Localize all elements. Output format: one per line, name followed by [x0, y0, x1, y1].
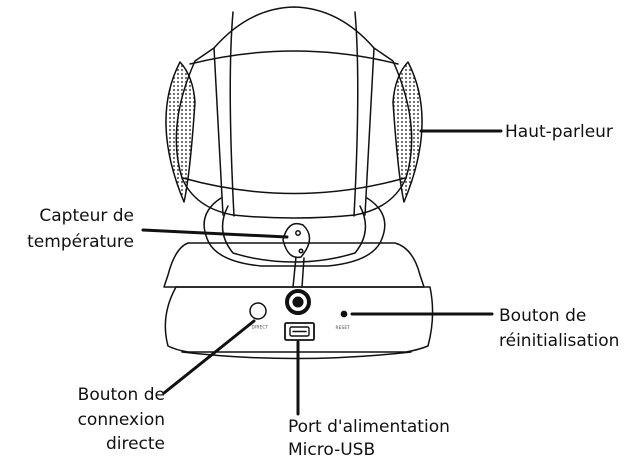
- camera-head-right-inner-seam: [353, 11, 359, 217]
- direct-callout-line: [162, 319, 256, 395]
- reset-button-label-line-2: réinitialisation: [499, 331, 619, 351]
- temperature-sensor-label-line-2: température: [27, 232, 134, 252]
- camera-head-left-inner-seam: [229, 11, 235, 217]
- reset-button-label-line-1: Bouton de: [499, 306, 586, 326]
- camera-head-left-seam: [213, 47, 224, 216]
- direct-button-circle: [249, 302, 267, 320]
- temperature-sensor-label-line-1: Capteur de: [39, 206, 134, 226]
- direct-button-label-line-1: Bouton de: [78, 385, 165, 405]
- direct-button-label-line-2: connexion: [78, 410, 165, 430]
- reset-port-label: RESET: [336, 325, 351, 330]
- center-lens-socket-inner: [292, 296, 304, 308]
- temperature-sensor-pin-top: [295, 230, 301, 236]
- power-port-label-line-2: Micro-USB: [288, 440, 375, 458]
- direct-port-label: DIRECT: [252, 325, 269, 330]
- camera-neck-outline: [203, 197, 386, 267]
- temperature-sensor-pin-bottom: [298, 248, 304, 254]
- callout-labels: Haut-parleur Capteur de température Bout…: [27, 122, 619, 458]
- camera-head-right-seam: [364, 47, 375, 216]
- callout-lines: [141, 129, 503, 416]
- reset-pinhole: [340, 310, 348, 318]
- power-port-label-line-1: Port d'alimentation: [288, 417, 450, 437]
- temperature-callout-line: [141, 228, 289, 239]
- camera-illustration: [163, 6, 434, 360]
- micro-usb-port-slot: [289, 326, 310, 337]
- temperature-sensor-disc: [282, 222, 311, 259]
- camera-neck-shadow: [221, 205, 367, 263]
- temperature-sensor-stem-right: [301, 257, 305, 288]
- camera-head-outline: [175, 6, 413, 219]
- micro-usb-port-frame: [284, 322, 315, 341]
- camera-head-upper-curve: [189, 50, 399, 65]
- camera-head-lower-curve: [182, 177, 406, 195]
- speaker-label: Haut-parleur: [505, 122, 613, 142]
- temperature-sensor-stem-left: [292, 256, 297, 288]
- center-lens-socket-outer: [285, 289, 311, 315]
- speaker-mesh-fill: [165, 62, 423, 202]
- device-small-labels: DIRECT RESET: [252, 325, 351, 331]
- direct-button-label-line-3: directe: [106, 434, 165, 454]
